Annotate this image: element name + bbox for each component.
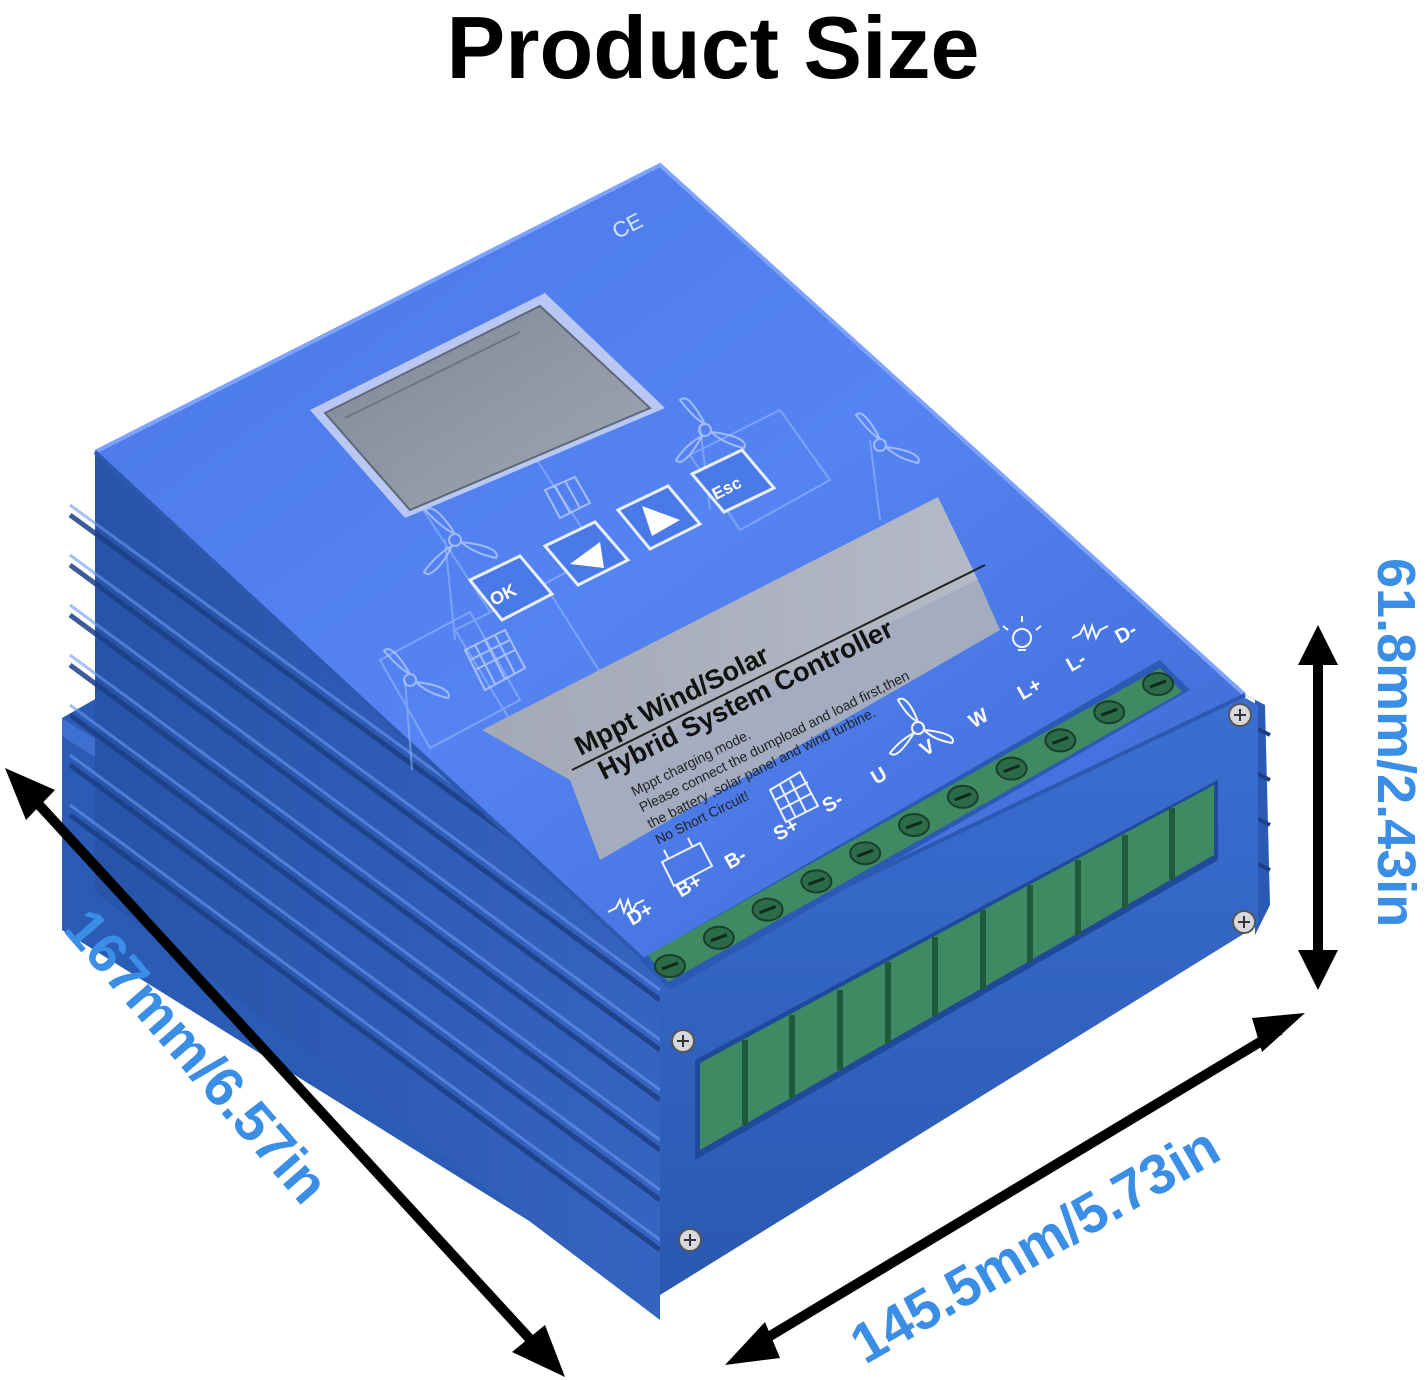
terminal-screw-slot: [905, 820, 923, 830]
terminal-screw-slot: [710, 933, 728, 943]
terminal-screw-slot: [661, 961, 679, 971]
terminal-block-front: [700, 785, 1214, 1150]
product-label: Mppt Wind/Solar Hybrid System Controller…: [482, 497, 1000, 860]
resistor-icon: [1071, 622, 1109, 642]
terminal-screw-slot: [807, 876, 825, 886]
terminal-screw-slot: [1149, 679, 1167, 689]
terminal-screw-slot: [1100, 707, 1118, 717]
play-icon: [642, 506, 680, 536]
solar-panel-icon: [543, 475, 592, 520]
fan-icon: [422, 507, 498, 575]
height-arrow: [1298, 625, 1338, 990]
terminal-screw-slot: [759, 905, 777, 915]
width-arrow: [725, 1013, 1305, 1365]
solar-panel-icon: [463, 628, 527, 692]
terminal-strip: [640, 660, 1190, 990]
fan-icon: [674, 397, 746, 463]
screw-icon: [671, 1029, 695, 1053]
screw-icon: [1232, 910, 1256, 934]
terminal-screw-slot: [856, 848, 874, 858]
width-dimension-label: 145.5mm/5.73in: [840, 1114, 1230, 1376]
resistor-icon: [607, 896, 645, 916]
screw-icon: [1228, 703, 1252, 727]
terminal-screw-slot: [1003, 764, 1021, 774]
fan-icon: [888, 697, 954, 756]
length-arrow: [5, 768, 565, 1377]
bulb-icon: [1002, 616, 1042, 651]
screw-icon: [678, 1228, 702, 1252]
esc-button[interactable]: Esc: [689, 448, 777, 514]
page-title: Product Size: [446, 0, 980, 97]
triangle-icon: [570, 542, 604, 568]
terminal-screw-slot: [1051, 735, 1069, 745]
up-button[interactable]: [542, 520, 631, 587]
fan-icon: [382, 648, 450, 700]
height-dimension-label: 61.8mm/2.43in: [1366, 558, 1426, 927]
right-button[interactable]: [615, 484, 703, 551]
terminal-screw-slot: [954, 792, 972, 802]
ok-button[interactable]: OK: [467, 554, 555, 622]
front-end-plate: [660, 695, 1258, 1295]
battery-icon: [660, 837, 714, 888]
lcd-screen: [310, 293, 665, 518]
solar-panel-icon: [768, 770, 820, 824]
fan-icon: [854, 412, 920, 465]
